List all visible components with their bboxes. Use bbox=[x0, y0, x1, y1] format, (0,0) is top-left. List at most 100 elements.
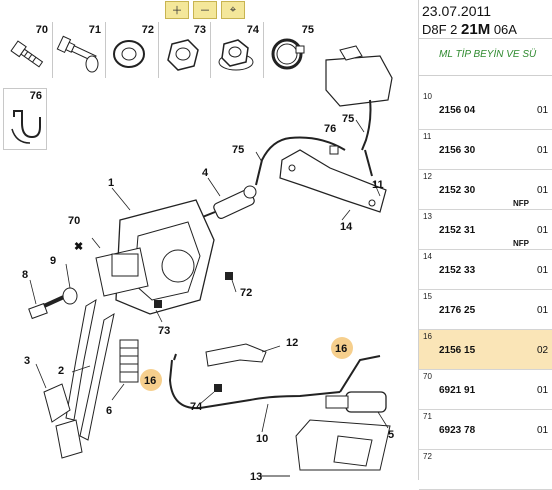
row-index: 12 bbox=[423, 172, 432, 181]
flanged-bolt-icon bbox=[56, 35, 99, 73]
quantity: 01 bbox=[537, 265, 549, 276]
callout-75[interactable]: 75 bbox=[232, 144, 244, 156]
washer-icon bbox=[113, 40, 145, 68]
part-reference: 2152 31 bbox=[439, 225, 476, 236]
part-reference: 2156 15 bbox=[439, 345, 476, 356]
engine-code: D8F 2 21M 06A bbox=[422, 21, 517, 38]
quantity: 01 bbox=[537, 105, 549, 116]
callout-72[interactable]: 72 bbox=[240, 287, 252, 299]
callout-74[interactable]: 74 bbox=[190, 401, 203, 413]
bolt-8 bbox=[28, 287, 78, 320]
nfp-flag: NFP bbox=[513, 199, 529, 208]
callout-16[interactable]: 16 bbox=[335, 343, 347, 355]
bolt-icon bbox=[10, 40, 44, 68]
callout-8[interactable]: 8 bbox=[22, 269, 28, 281]
part-cell-71[interactable]: 71 bbox=[52, 22, 106, 78]
part-number: 70 bbox=[35, 24, 48, 36]
callout-73[interactable]: 73 bbox=[158, 325, 170, 337]
part-reference: 2176 25 bbox=[439, 305, 476, 316]
callout-13[interactable]: 13 bbox=[250, 471, 262, 480]
callout-6[interactable]: 6 bbox=[106, 405, 112, 417]
zoom-out-button[interactable]: － bbox=[193, 1, 217, 19]
callout-3[interactable]: 3 bbox=[24, 355, 30, 367]
callout-1[interactable]: 1 bbox=[108, 177, 114, 189]
part-number: 74 bbox=[246, 24, 259, 36]
engine-code-suffix: 06A bbox=[490, 22, 517, 37]
table-row[interactable]: 11 2156 30 01 bbox=[419, 130, 552, 170]
row-index: 13 bbox=[423, 212, 432, 221]
section-title-box: ML TİP BEYİN VE SÜ bbox=[419, 38, 552, 76]
part-cell-75[interactable]: 75 bbox=[263, 22, 318, 78]
part-number: 73 bbox=[193, 24, 206, 36]
quantity: 01 bbox=[537, 305, 549, 316]
part-cell-73[interactable]: 73 bbox=[158, 22, 211, 78]
quantity: 01 bbox=[537, 185, 549, 196]
callout-2[interactable]: 2 bbox=[58, 365, 64, 377]
row-index: 11 bbox=[423, 132, 432, 141]
callout-14[interactable]: 14 bbox=[340, 221, 353, 233]
exploded-parts-diagram[interactable]: ＋ － ⌖ 70 71 72 73 bbox=[0, 0, 418, 480]
callout-75[interactable]: 75 bbox=[342, 113, 354, 125]
nfp-flag: NFP bbox=[513, 239, 529, 248]
marker-73 bbox=[154, 300, 162, 308]
highlight-16 bbox=[331, 337, 353, 359]
return-spring bbox=[119, 339, 139, 383]
hex-nut-icon bbox=[167, 39, 199, 71]
callout-12[interactable]: 12 bbox=[286, 337, 298, 349]
table-row[interactable]: 12 2152 30 NFP 01 bbox=[419, 170, 552, 210]
zoom-fit-button[interactable]: ⌖ bbox=[221, 1, 245, 19]
part-cell-70[interactable]: 70 bbox=[0, 22, 53, 78]
quantity: 02 bbox=[537, 345, 549, 356]
part-reference: 6921 91 bbox=[439, 385, 476, 396]
move-zoom-icon: ⌖ bbox=[229, 3, 237, 16]
row-index: 15 bbox=[423, 292, 432, 301]
engine-code-bold: 21M bbox=[461, 21, 491, 38]
row-index: 10 bbox=[423, 92, 432, 101]
table-row[interactable]: 72 bbox=[419, 450, 552, 490]
parts-list-panel: 23.07.2011 D8F 2 21M 06A ML TİP BEYİN VE… bbox=[418, 0, 552, 490]
part-cell-76[interactable]: 76 bbox=[3, 88, 47, 150]
catalog-date: 23.07.2011 bbox=[422, 3, 492, 19]
zoom-in-button[interactable]: ＋ bbox=[165, 1, 189, 19]
callout-10[interactable]: 10 bbox=[256, 433, 268, 445]
section-title: ML TİP BEYİN VE SÜ bbox=[439, 49, 537, 60]
callout-9[interactable]: 9 bbox=[50, 255, 56, 267]
callout-5[interactable]: 5 bbox=[388, 429, 394, 441]
engine-code-prefix: D8F 2 bbox=[422, 22, 462, 37]
zoom-toolbar: ＋ － ⌖ bbox=[165, 1, 245, 19]
part-number: 72 bbox=[141, 24, 154, 36]
row-index: 14 bbox=[423, 252, 432, 261]
hardware-parts-strip: 70 71 72 73 74 bbox=[0, 22, 318, 78]
quantity: 01 bbox=[537, 145, 549, 156]
callout-16[interactable]: 16 bbox=[144, 375, 156, 387]
quantity: 01 bbox=[537, 225, 549, 236]
slave-cylinder bbox=[295, 391, 391, 471]
hose-clip-icon bbox=[11, 110, 41, 144]
marker-72 bbox=[225, 272, 233, 280]
part-number: 71 bbox=[88, 24, 101, 36]
table-row[interactable]: 16 2156 15 02 bbox=[419, 330, 552, 370]
row-index: 70 bbox=[423, 372, 432, 381]
part-reference: 2156 30 bbox=[439, 145, 476, 156]
part-cell-72[interactable]: 72 bbox=[105, 22, 159, 78]
zoom-in-icon: ＋ bbox=[171, 4, 183, 17]
table-row[interactable]: 15 2176 25 01 bbox=[419, 290, 552, 330]
callout-76[interactable]: 76 bbox=[324, 123, 336, 135]
quantity: 01 bbox=[537, 425, 549, 436]
callout-70[interactable]: 70 bbox=[68, 215, 80, 227]
pedal-box bbox=[95, 199, 215, 315]
callout-11[interactable]: 11 bbox=[372, 179, 384, 191]
part-reference: 2152 30 bbox=[439, 185, 476, 196]
part-reference: 6923 78 bbox=[439, 425, 476, 436]
part-cell-74[interactable]: 74 bbox=[210, 22, 264, 78]
row-index: 16 bbox=[423, 332, 432, 341]
callout-4[interactable]: 4 bbox=[202, 167, 209, 179]
flange-nut-icon bbox=[218, 39, 254, 71]
part-number: 75 bbox=[301, 24, 314, 36]
table-row[interactable]: 13 2152 31 NFP 01 bbox=[419, 210, 552, 250]
